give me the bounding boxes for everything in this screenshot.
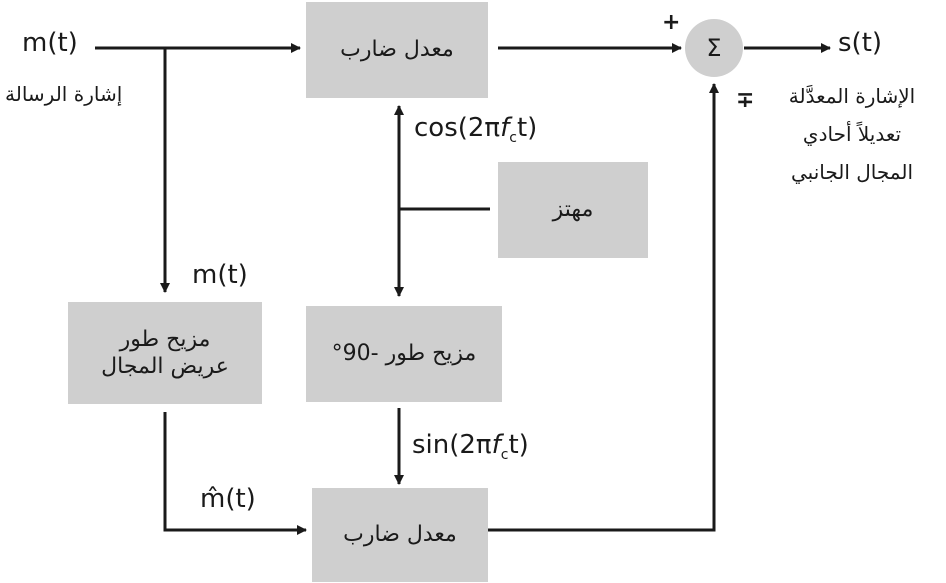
- output-description-line3: المجال الجانبي: [790, 160, 914, 184]
- multiplier-bottom-block: معدل ضارب: [312, 488, 488, 582]
- output-description-line1: الإشارة المعدَّلة: [788, 84, 916, 108]
- wire-hilbert-to-multiplier: [163, 412, 307, 535]
- summer-minus-plus-sign: ∓: [736, 88, 755, 113]
- multiplier-bottom-label: معدل ضارب: [343, 522, 457, 548]
- summer-node: Σ: [685, 19, 743, 77]
- hilbert-label-line2: عريض المجال: [101, 354, 229, 379]
- multiplier-top-block: معدل ضارب: [306, 2, 488, 98]
- phase-shifter-90-block: مزيح طور -90°: [306, 306, 502, 402]
- output-description-line2: تعديلاً أحادي: [802, 122, 902, 146]
- oscillator-label: مهتز: [552, 197, 594, 223]
- cos-carrier-label: cos(2πfct): [414, 113, 537, 146]
- sin-carrier-label: sin(2πfct): [412, 430, 529, 463]
- cos-prefix: cos(2π: [414, 113, 501, 143]
- summer-plus-sign: +: [662, 10, 681, 35]
- input-signal-description: إشارة الرسالة: [5, 82, 123, 106]
- phase-shifter-90-label: مزيح طور -90°: [331, 341, 477, 367]
- input-signal-label: m(t): [22, 28, 78, 58]
- wire-multiplier-to-summer-bottom: [488, 83, 719, 532]
- oscillator-block: مهتز: [498, 162, 648, 258]
- sin-f: f: [491, 430, 501, 460]
- multiplier-top-label: معدل ضارب: [340, 37, 454, 63]
- hilbert-input-label: m(t): [192, 260, 248, 290]
- cos-suffix: t): [516, 113, 538, 143]
- sin-suffix: t): [508, 430, 529, 460]
- sin-sub: c: [500, 447, 509, 463]
- hilbert-block: مزيح طور عريض المجال: [68, 302, 262, 404]
- summer-symbol: Σ: [706, 34, 722, 62]
- hilbert-output-label: m̂(t): [200, 484, 256, 514]
- cos-f: f: [500, 113, 510, 143]
- hilbert-label-line1: مزيح طور: [119, 326, 211, 352]
- sin-prefix: sin(2π: [412, 430, 492, 460]
- output-signal-label: s(t): [838, 28, 883, 58]
- cos-sub: c: [509, 130, 517, 146]
